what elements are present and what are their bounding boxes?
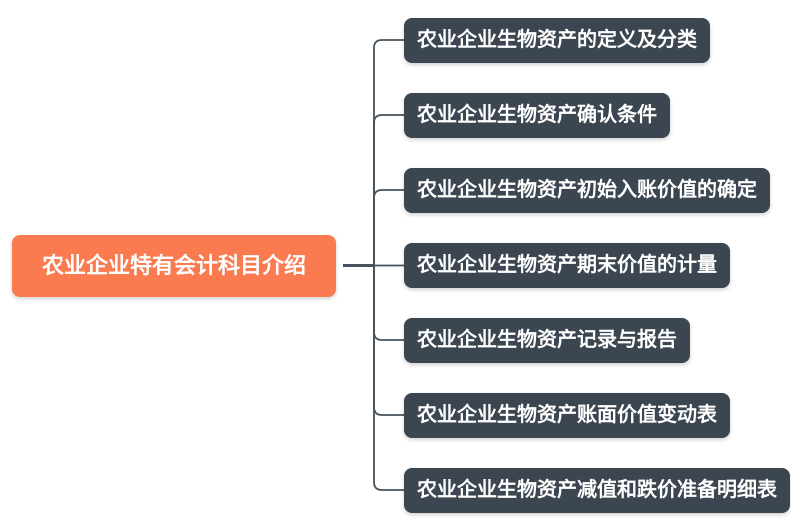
connector-branch-2 xyxy=(373,114,404,266)
branch-node[interactable]: 农业企业生物资产初始入账价值的确定 xyxy=(404,167,770,213)
connector-branch-3 xyxy=(373,189,404,266)
branch-node[interactable]: 农业企业生物资产账面价值变动表 xyxy=(404,392,730,438)
connector-branch-5 xyxy=(373,265,404,341)
connector-branch-7 xyxy=(373,265,404,491)
branch-node[interactable]: 农业企业生物资产减值和跌价准备明细表 xyxy=(404,467,790,513)
branch-node[interactable]: 农业企业生物资产记录与报告 xyxy=(404,317,690,363)
connector-branch-1 xyxy=(373,39,404,266)
branch-node[interactable]: 农业企业生物资产确认条件 xyxy=(404,92,670,138)
branch-node[interactable]: 农业企业生物资产期末价值的计量 xyxy=(404,243,730,288)
root-node[interactable]: 农业企业特有会计科目介绍 xyxy=(12,235,337,297)
branch-node[interactable]: 农业企业生物资产的定义及分类 xyxy=(404,17,710,63)
